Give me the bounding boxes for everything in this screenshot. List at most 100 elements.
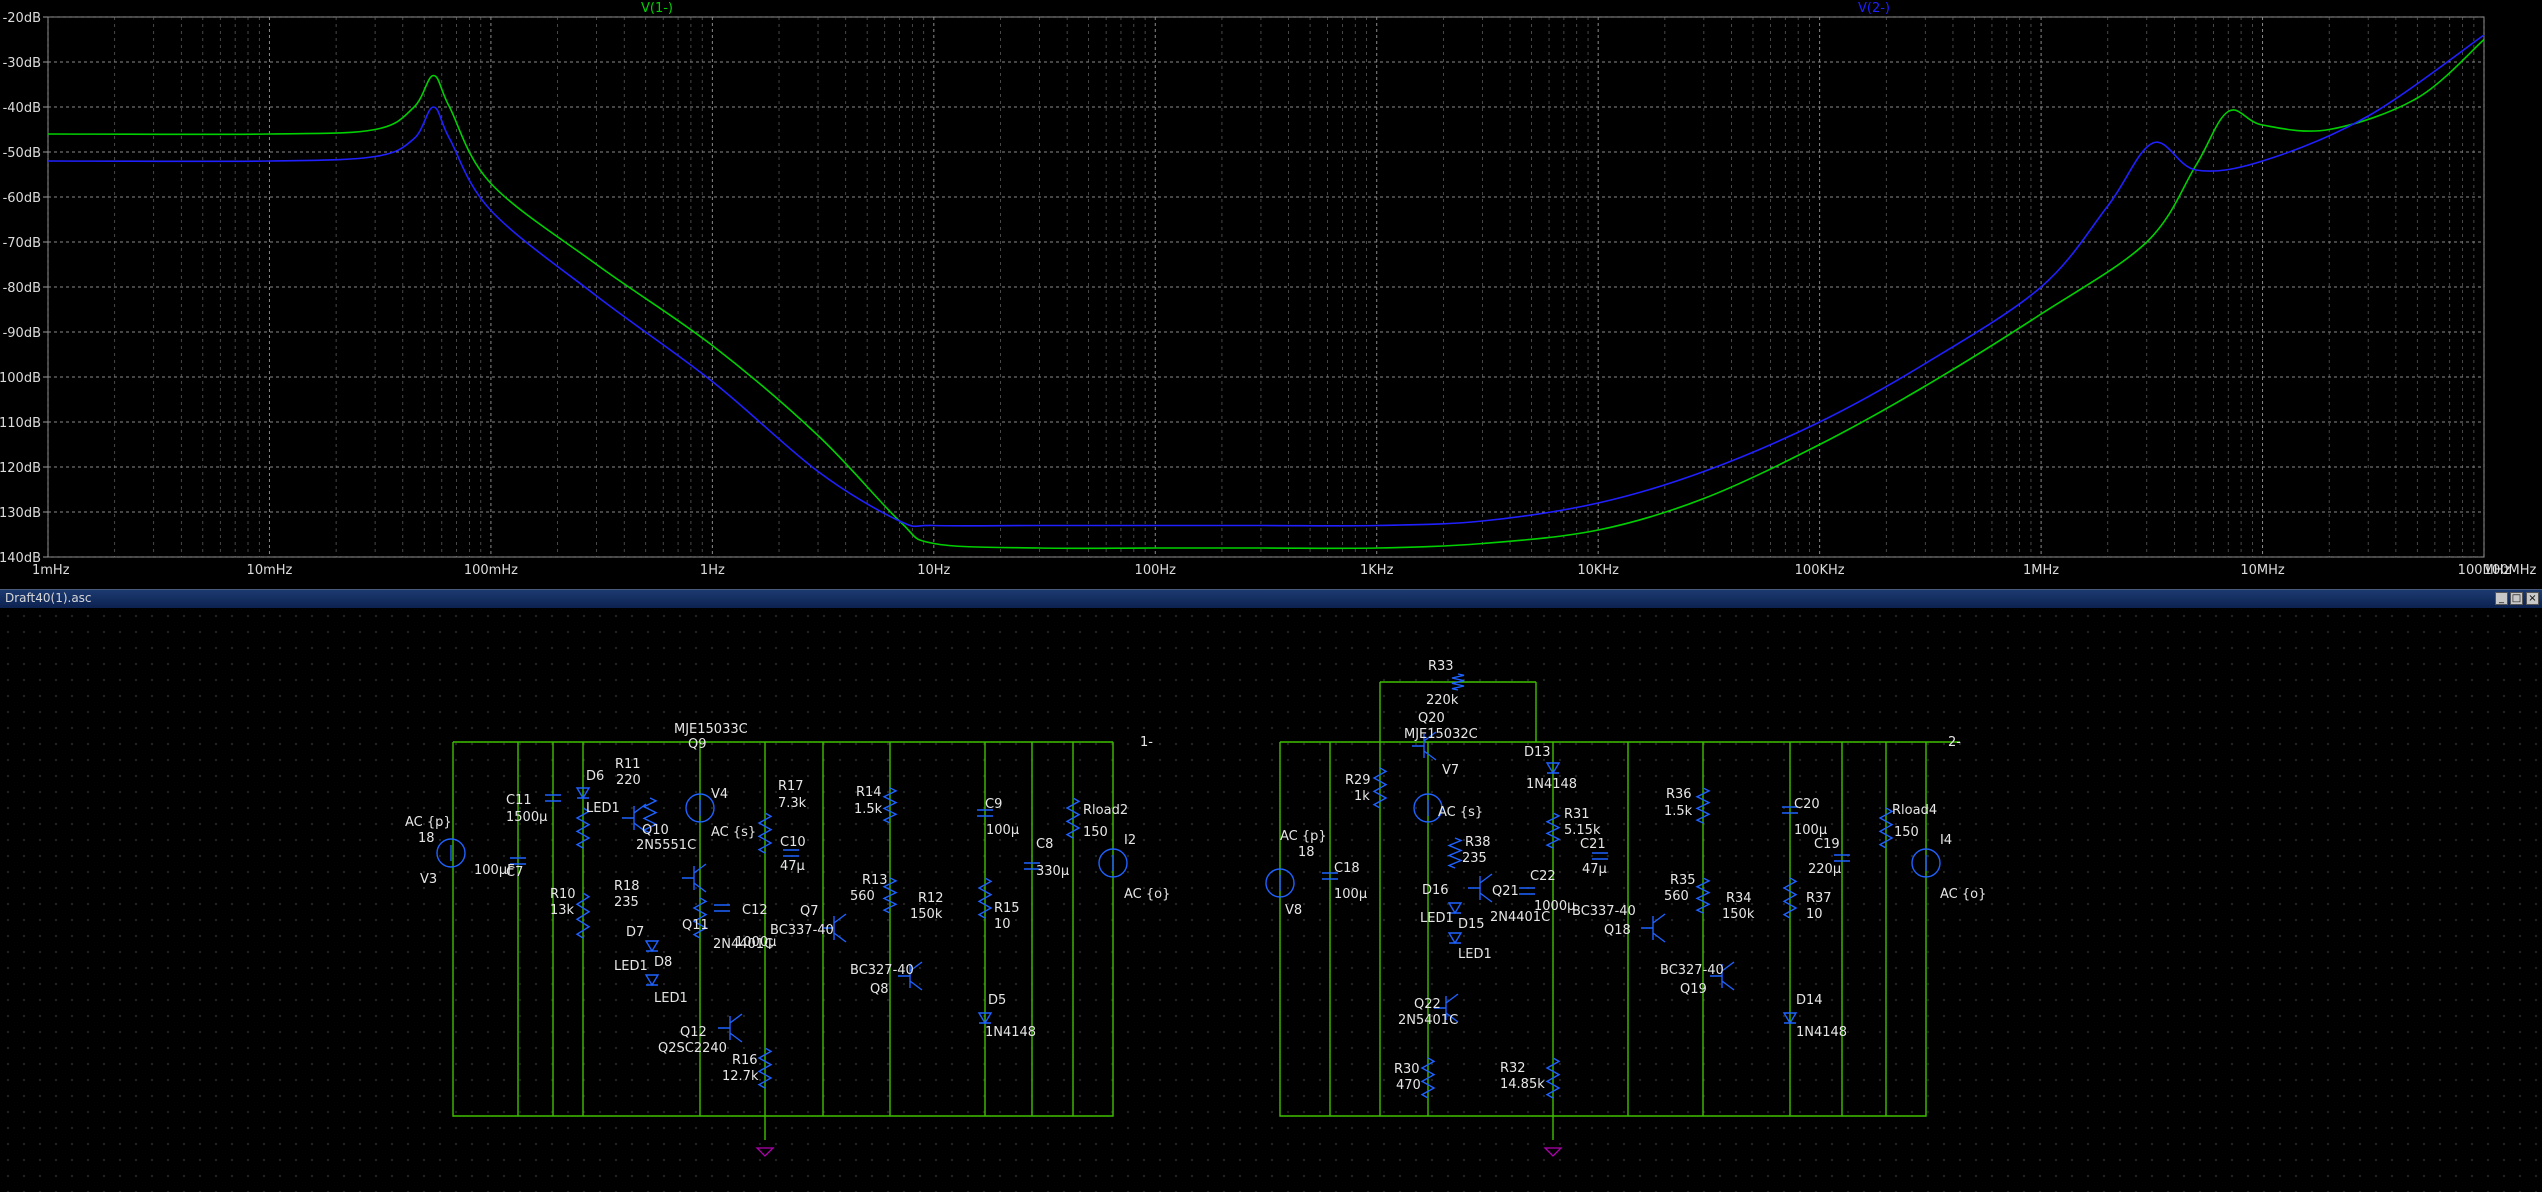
component-label: LED1 (1458, 947, 1492, 962)
y-tick-label: -120dB (0, 461, 41, 476)
component-label: R16 (732, 1053, 758, 1068)
y-tick-label: -130dB (0, 506, 41, 521)
resistor-symbol (642, 797, 658, 834)
component-label: 1N4148 (1796, 1025, 1847, 1040)
component-label: 12.7k (722, 1069, 759, 1084)
transistor-symbol (1468, 873, 1493, 903)
minimize-button[interactable]: _ (2495, 592, 2508, 605)
component-label: 2N4401C (713, 937, 773, 952)
component-label: D6 (586, 769, 604, 784)
resistor-symbol (1695, 787, 1711, 824)
component-label: C11 (506, 793, 532, 808)
y-tick-label: -30dB (3, 56, 41, 71)
component-label: 220k (1426, 693, 1459, 708)
transistor-symbol (718, 1013, 743, 1043)
x-tick-label-end: 100MHz (2484, 563, 2537, 578)
component-label: R36 (1666, 787, 1692, 802)
component-label: C21 (1580, 837, 1606, 852)
resistor-symbol (1695, 877, 1711, 914)
component-label: Rload4 (1892, 803, 1937, 818)
component-label: 1N4148 (1526, 777, 1577, 792)
component-label: 1k (1354, 789, 1370, 804)
source-symbol (1413, 793, 1443, 823)
component-label: Q18 (1604, 923, 1631, 938)
x-tick-label: 1Hz (700, 563, 725, 578)
diode-symbol (1447, 902, 1463, 915)
component-label: 5.15k (1564, 823, 1601, 838)
component-label: 2N5401C (1398, 1013, 1458, 1028)
capacitor-symbol (1519, 887, 1535, 895)
resistor-symbol (1878, 807, 1894, 849)
resistor-symbol (757, 1047, 773, 1089)
source-symbol (436, 838, 466, 868)
component-label: C12 (742, 903, 768, 918)
resistor-symbol (977, 877, 993, 919)
component-label: LED1 (614, 959, 648, 974)
component-label: R34 (1726, 891, 1752, 906)
component-label: C8 (1036, 837, 1053, 852)
component-label: Q7 (800, 904, 819, 919)
component-label: C20 (1794, 797, 1820, 812)
component-label: R29 (1345, 773, 1371, 788)
component-label: 2N4401C (1490, 910, 1550, 925)
capacitor-symbol (783, 849, 799, 857)
transistor-symbol (622, 803, 647, 833)
component-label: Q10 (642, 823, 669, 838)
component-label: 47µ (1582, 862, 1607, 877)
component-label: 10 (1806, 907, 1823, 922)
y-tick-label: -70dB (3, 236, 41, 251)
capacitor-symbol (1322, 872, 1338, 880)
component-label: 1000µ (735, 935, 776, 950)
component-label: 1N4148 (985, 1025, 1036, 1040)
x-tick-label: 1mHz (32, 563, 70, 578)
component-label: LED1 (586, 801, 620, 816)
resistor-symbol (1782, 877, 1798, 919)
component-label: 150k (1722, 907, 1755, 922)
y-tick-label: -100dB (0, 371, 41, 386)
resistor-symbol (882, 877, 898, 914)
component-label: LED1 (1420, 911, 1454, 926)
maximize-button[interactable]: □ (2510, 592, 2523, 605)
resistor-symbol (1447, 837, 1463, 869)
component-label: R37 (1806, 891, 1832, 906)
component-label: Q8 (870, 982, 889, 997)
component-label: 330µ (1036, 864, 1069, 879)
ground-symbol (755, 1147, 775, 1157)
component-label: R10 (550, 887, 576, 902)
close-button[interactable]: × (2526, 592, 2539, 605)
ground-symbol (1543, 1147, 1563, 1157)
component-label: V8 (1285, 903, 1302, 918)
transistor-symbol (682, 863, 707, 893)
wire (452, 742, 1114, 1117)
component-label: 1.5k (854, 802, 883, 817)
component-label: R12 (918, 891, 944, 906)
component-label: 560 (850, 889, 875, 904)
component-label: D7 (626, 925, 644, 940)
component-label: AC {p} (405, 815, 452, 830)
component-label: Q19 (1680, 982, 1707, 997)
resistor-symbol (1545, 812, 1561, 849)
y-tick-label: -60dB (3, 191, 41, 206)
y-tick-label: -20dB (3, 11, 41, 26)
transistor-symbol (898, 961, 923, 991)
component-label: R15 (994, 901, 1020, 916)
component-label: V3 (420, 872, 437, 887)
resistor-symbol (757, 812, 773, 854)
capacitor-symbol (977, 809, 993, 817)
component-label: C10 (780, 835, 806, 850)
component-label: MJE15033C (674, 722, 748, 737)
source-symbol (1911, 848, 1941, 878)
diode-symbol (1545, 762, 1561, 775)
component-label: C9 (985, 797, 1002, 812)
schematic-window-titlebar[interactable]: Draft40(1).asc _ □ × (0, 589, 2542, 608)
component-label: R35 (1670, 873, 1696, 888)
series-line-V(2-) (47, 34, 2485, 528)
component-label: BC337-40 (770, 923, 834, 938)
component-label: 13k (550, 903, 575, 918)
schematic-window-title: Draft40(1).asc (5, 591, 92, 605)
component-label: 220µ (1808, 862, 1841, 877)
